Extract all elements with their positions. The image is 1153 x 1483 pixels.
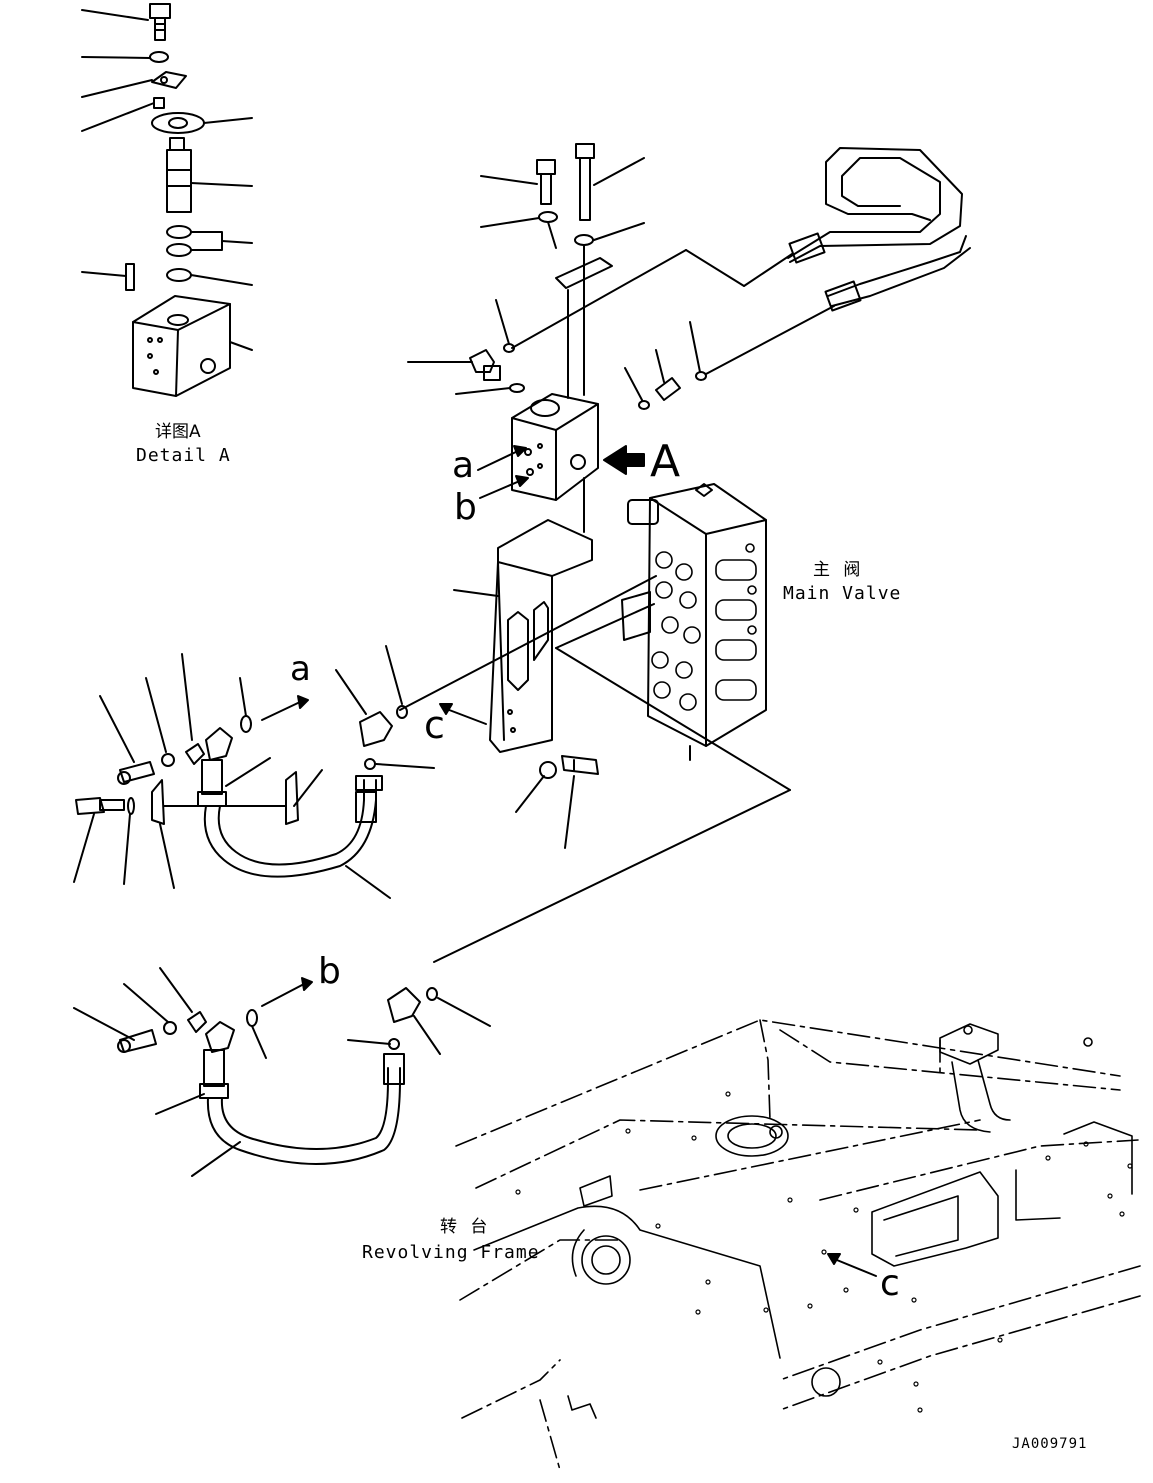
port-b-marker: b [454,487,477,528]
arrow-a-label: a [290,649,311,689]
view-c-frame-marker: c [880,1263,900,1304]
main-valve-drawing [399,483,791,963]
drawing-id: JA009791 [1012,1436,1088,1452]
main-valve-label-en: Main Valve [783,583,902,604]
hose-assembly-a [73,645,435,899]
revolving-frame-label-en: Revolving Frame [362,1242,540,1263]
arrows [261,445,877,1277]
revolving-frame-label-cn: 转 台 [440,1217,492,1237]
hose-assembly-b [73,967,491,1177]
detail-a-title-en: Detail A [136,445,231,466]
view-a-marker: A [650,436,681,487]
arrow-b-label: b [318,951,341,992]
detail-a-parts [81,3,253,397]
main-valve-label-cn: 主 阀 [813,560,865,580]
detail-a-title-cn: 详图A [155,422,201,442]
valve-block-assembly [407,143,707,849]
revolving-frame-drawing [455,1019,1141,1471]
upper-right-hoses [511,147,971,375]
port-a-marker: a [452,445,475,486]
view-c-marker: c [424,703,445,747]
